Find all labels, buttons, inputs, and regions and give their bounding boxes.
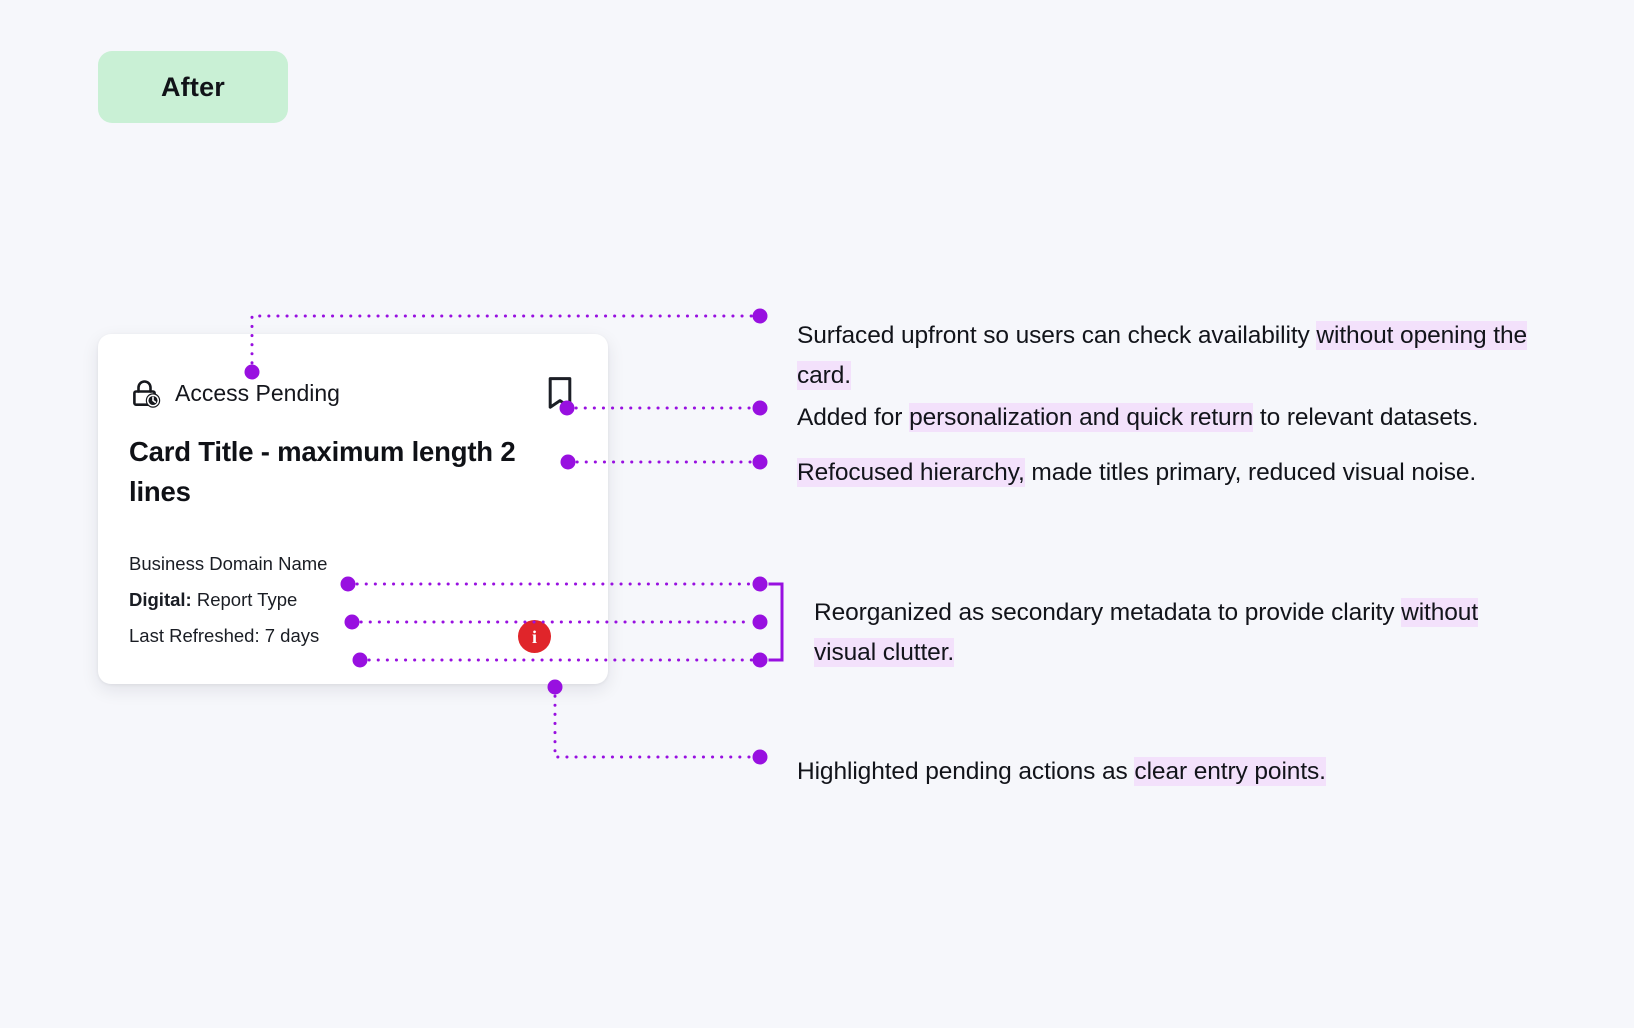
annotation-highlight: Refocused hierarchy, (797, 458, 1025, 487)
card-title: Card Title - maximum length 2 lines (129, 436, 516, 508)
metadata-row-domain: Business Domain Name (129, 546, 569, 582)
metadata-row-last-refreshed: Last Refreshed: 7 days (129, 618, 569, 654)
annotation-highlight: clear entry points. (1134, 757, 1326, 786)
dot-annotation-1 (752, 308, 768, 324)
annotation-metadata: Reorganized as secondary metadata to pro… (814, 593, 1514, 672)
annotation-text: Reorganized as secondary metadata to pro… (814, 599, 1402, 626)
metadata-row-report-type: Digital: Report Type (129, 582, 569, 618)
after-badge-label: After (160, 71, 225, 102)
annotation-bookmark: Added for personalization and quick retu… (797, 398, 1597, 438)
annotation-text: to relevant datasets. (1253, 404, 1479, 431)
dot-meta-report-end (752, 614, 768, 630)
access-status-label: Access Pending (175, 379, 340, 406)
annotation-availability: Surfaced upfront so users can check avai… (797, 316, 1577, 395)
annotation-pending-actions: Highlighted pending actions as clear ent… (797, 752, 1497, 792)
dot-meta-domain-end (752, 576, 768, 592)
card-metadata-list: Business Domain Name Digital: Report Typ… (129, 546, 569, 654)
dot-meta-refreshed-end (752, 652, 768, 668)
lock-clock-icon (129, 374, 167, 412)
bookmark-icon[interactable] (543, 374, 577, 412)
dataset-card[interactable]: Access Pending Card Title - maximum leng… (98, 334, 608, 684)
after-badge: After (98, 51, 288, 123)
dot-annotation-2 (752, 400, 768, 416)
metadata-last-refreshed: Last Refreshed: 7 days (129, 625, 320, 646)
card-header: Access Pending (129, 373, 577, 413)
metadata-report-type: Digital: Report Type (129, 589, 297, 611)
annotation-text: Added for (797, 404, 910, 431)
annotation-text: Highlighted pending actions as (797, 758, 1135, 785)
metadata-report-type-value: Report Type (196, 589, 298, 610)
metadata-domain-label: Business Domain Name (129, 553, 328, 574)
annotation-hierarchy: Refocused hierarchy, made titles primary… (797, 453, 1517, 493)
metadata-group-bracket (768, 582, 784, 662)
annotation-text: Surfaced upfront so users can check avai… (797, 322, 1317, 349)
info-icon[interactable]: i (518, 620, 551, 653)
dot-annotation-3 (752, 454, 768, 470)
dot-annotation-5 (752, 749, 768, 765)
annotation-highlight: personalization and quick return (909, 403, 1254, 432)
leader-line-info (553, 685, 754, 759)
annotation-text: made titles primary, reduced visual nois… (1024, 459, 1477, 486)
info-icon-glyph: i (531, 626, 537, 647)
metadata-report-type-prefix: Digital: (129, 589, 192, 610)
